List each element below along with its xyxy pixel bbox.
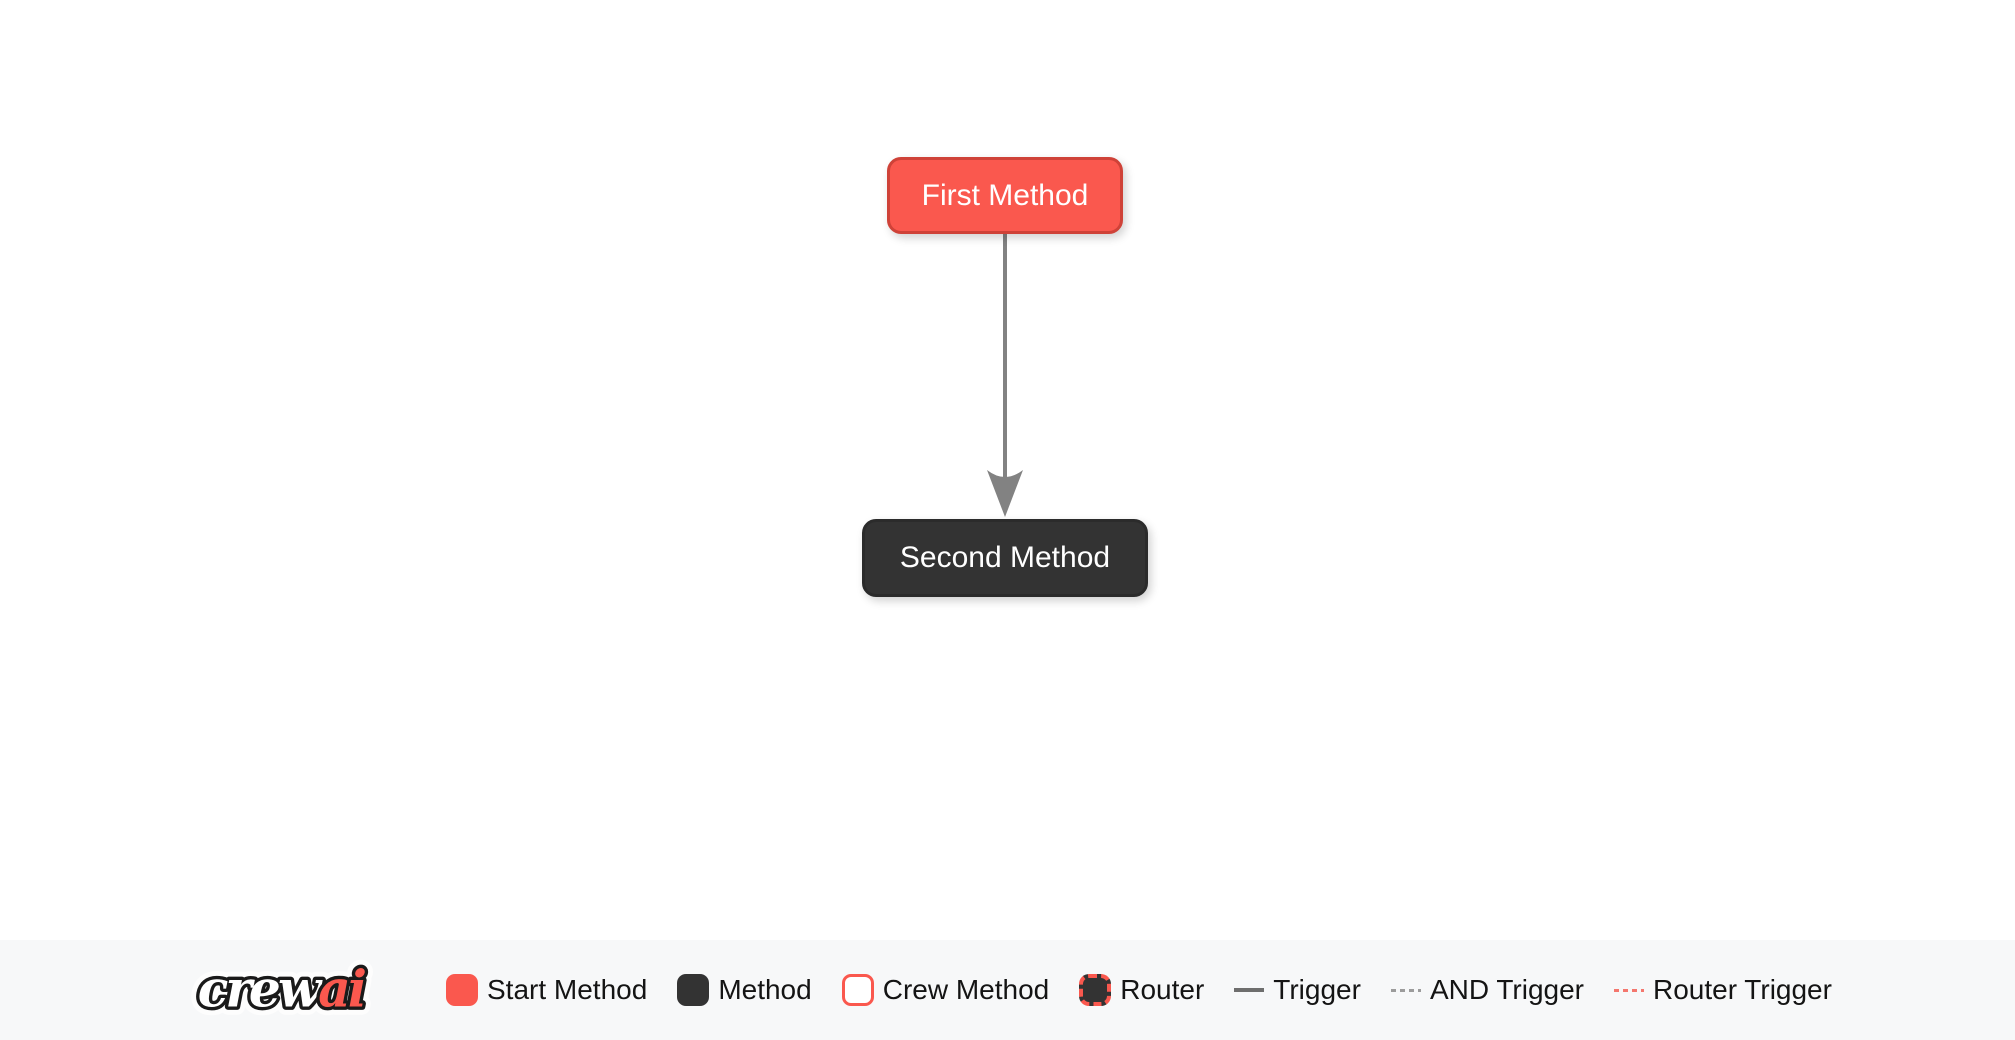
crewai-logo: crewai crewai — [190, 954, 376, 1026]
legend-bar: crewai crewai Start Method Method Crew M… — [0, 940, 2015, 1040]
router-trigger-line-swatch — [1613, 988, 1644, 992]
logo-text: crewai — [198, 959, 365, 1018]
legend-item-router: Router — [1079, 974, 1204, 1006]
legend-label-trigger: Trigger — [1273, 974, 1361, 1005]
edge-arrowhead-icon — [987, 470, 1023, 517]
node-second-method-label: Second Method — [899, 541, 1111, 574]
start-method-swatch — [446, 974, 478, 1006]
legend-item-method: Method — [677, 974, 812, 1006]
legend-item-crew-method: Crew Method — [841, 974, 1050, 1006]
and-trigger-line-swatch — [1390, 988, 1421, 992]
flow-canvas[interactable]: First Method Second Method — [0, 0, 2015, 940]
method-swatch — [677, 974, 710, 1006]
legend-label-router: Router — [1120, 974, 1205, 1005]
node-first-method-label: First Method — [921, 178, 1089, 212]
logo-text-crew: crew — [198, 959, 323, 1018]
legend-item-and-trigger: AND Trigger — [1390, 974, 1584, 1006]
legend-label-and-trigger: AND Trigger — [1429, 974, 1584, 1005]
legend-label-router-trigger: Router Trigger — [1652, 974, 1832, 1005]
legend-item-start-method: Start Method — [446, 974, 647, 1006]
logo-glow-crew: crew — [198, 959, 323, 1018]
legend-item-trigger: Trigger — [1234, 974, 1361, 1006]
logo-text-ai: ai — [318, 959, 365, 1018]
router-swatch — [1079, 974, 1112, 1006]
legend-label-start-method: Start Method — [487, 974, 648, 1005]
crew-method-swatch — [841, 974, 874, 1006]
legend-item-router-trigger: Router Trigger — [1613, 974, 1832, 1006]
node-first-method[interactable]: First Method — [887, 157, 1123, 234]
node-second-method[interactable]: Second Method — [862, 519, 1148, 597]
trigger-line-swatch — [1234, 988, 1265, 992]
legend-label-method: Method — [718, 974, 812, 1005]
legend-label-crew-method: Crew Method — [882, 974, 1050, 1005]
